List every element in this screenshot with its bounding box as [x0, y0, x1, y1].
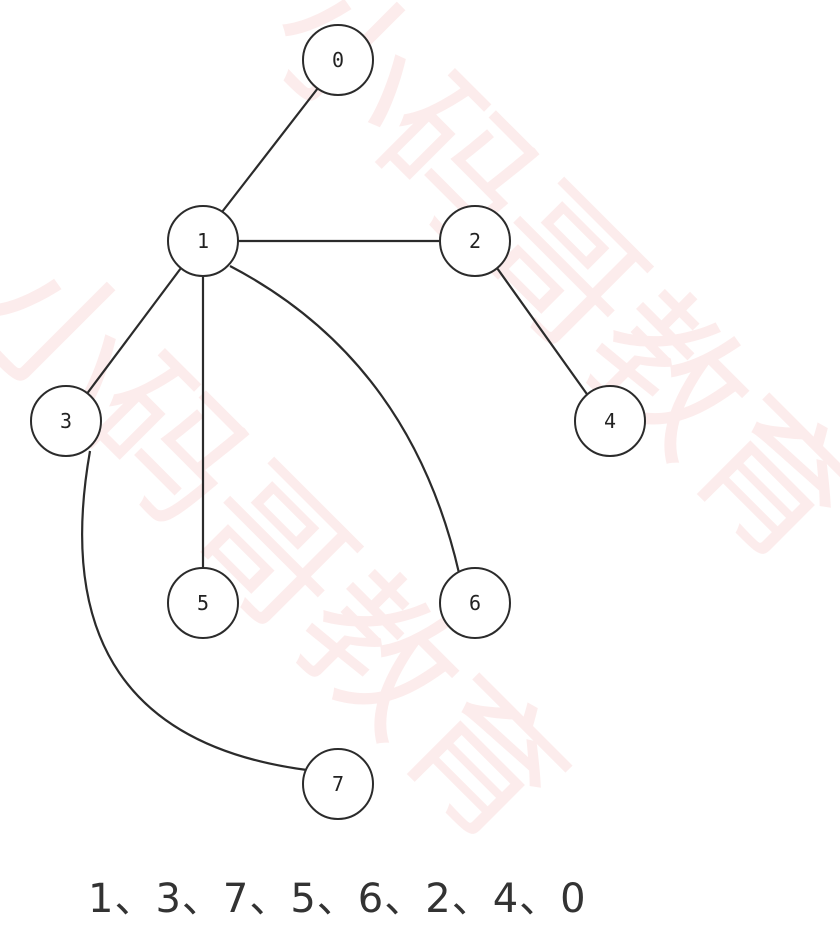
- graph-node-4[interactable]: 4: [574, 385, 646, 457]
- node-label-2: 2: [469, 229, 481, 253]
- edge-1-0: [221, 87, 319, 213]
- graph-node-7[interactable]: 7: [302, 748, 374, 820]
- edges: [81, 87, 590, 772]
- graph-node-5[interactable]: 5: [167, 567, 239, 639]
- graph-node-2[interactable]: 2: [439, 205, 511, 277]
- edge-1-6: [229, 265, 461, 574]
- node-label-0: 0: [332, 48, 344, 72]
- node-label-7: 7: [332, 772, 344, 796]
- edge-2-4: [496, 267, 590, 398]
- node-label-6: 6: [469, 591, 481, 615]
- edge-1-3: [85, 267, 182, 396]
- node-label-1: 1: [197, 229, 209, 253]
- node-label-5: 5: [197, 591, 209, 615]
- watermark: 小码哥教育 小码哥教育: [0, 0, 840, 876]
- node-label-4: 4: [604, 409, 616, 433]
- node-label-3: 3: [60, 409, 72, 433]
- nodes: 0 1 2 3 4 5 6 7: [30, 24, 646, 820]
- graph-node-0[interactable]: 0: [302, 24, 374, 96]
- graph-node-6[interactable]: 6: [439, 567, 511, 639]
- graph-node-3[interactable]: 3: [30, 385, 102, 457]
- graph-node-1[interactable]: 1: [167, 205, 239, 277]
- edge-3-7: [81, 450, 308, 772]
- traversal-order-text: 1、3、7、5、6、2、4、0: [88, 876, 587, 922]
